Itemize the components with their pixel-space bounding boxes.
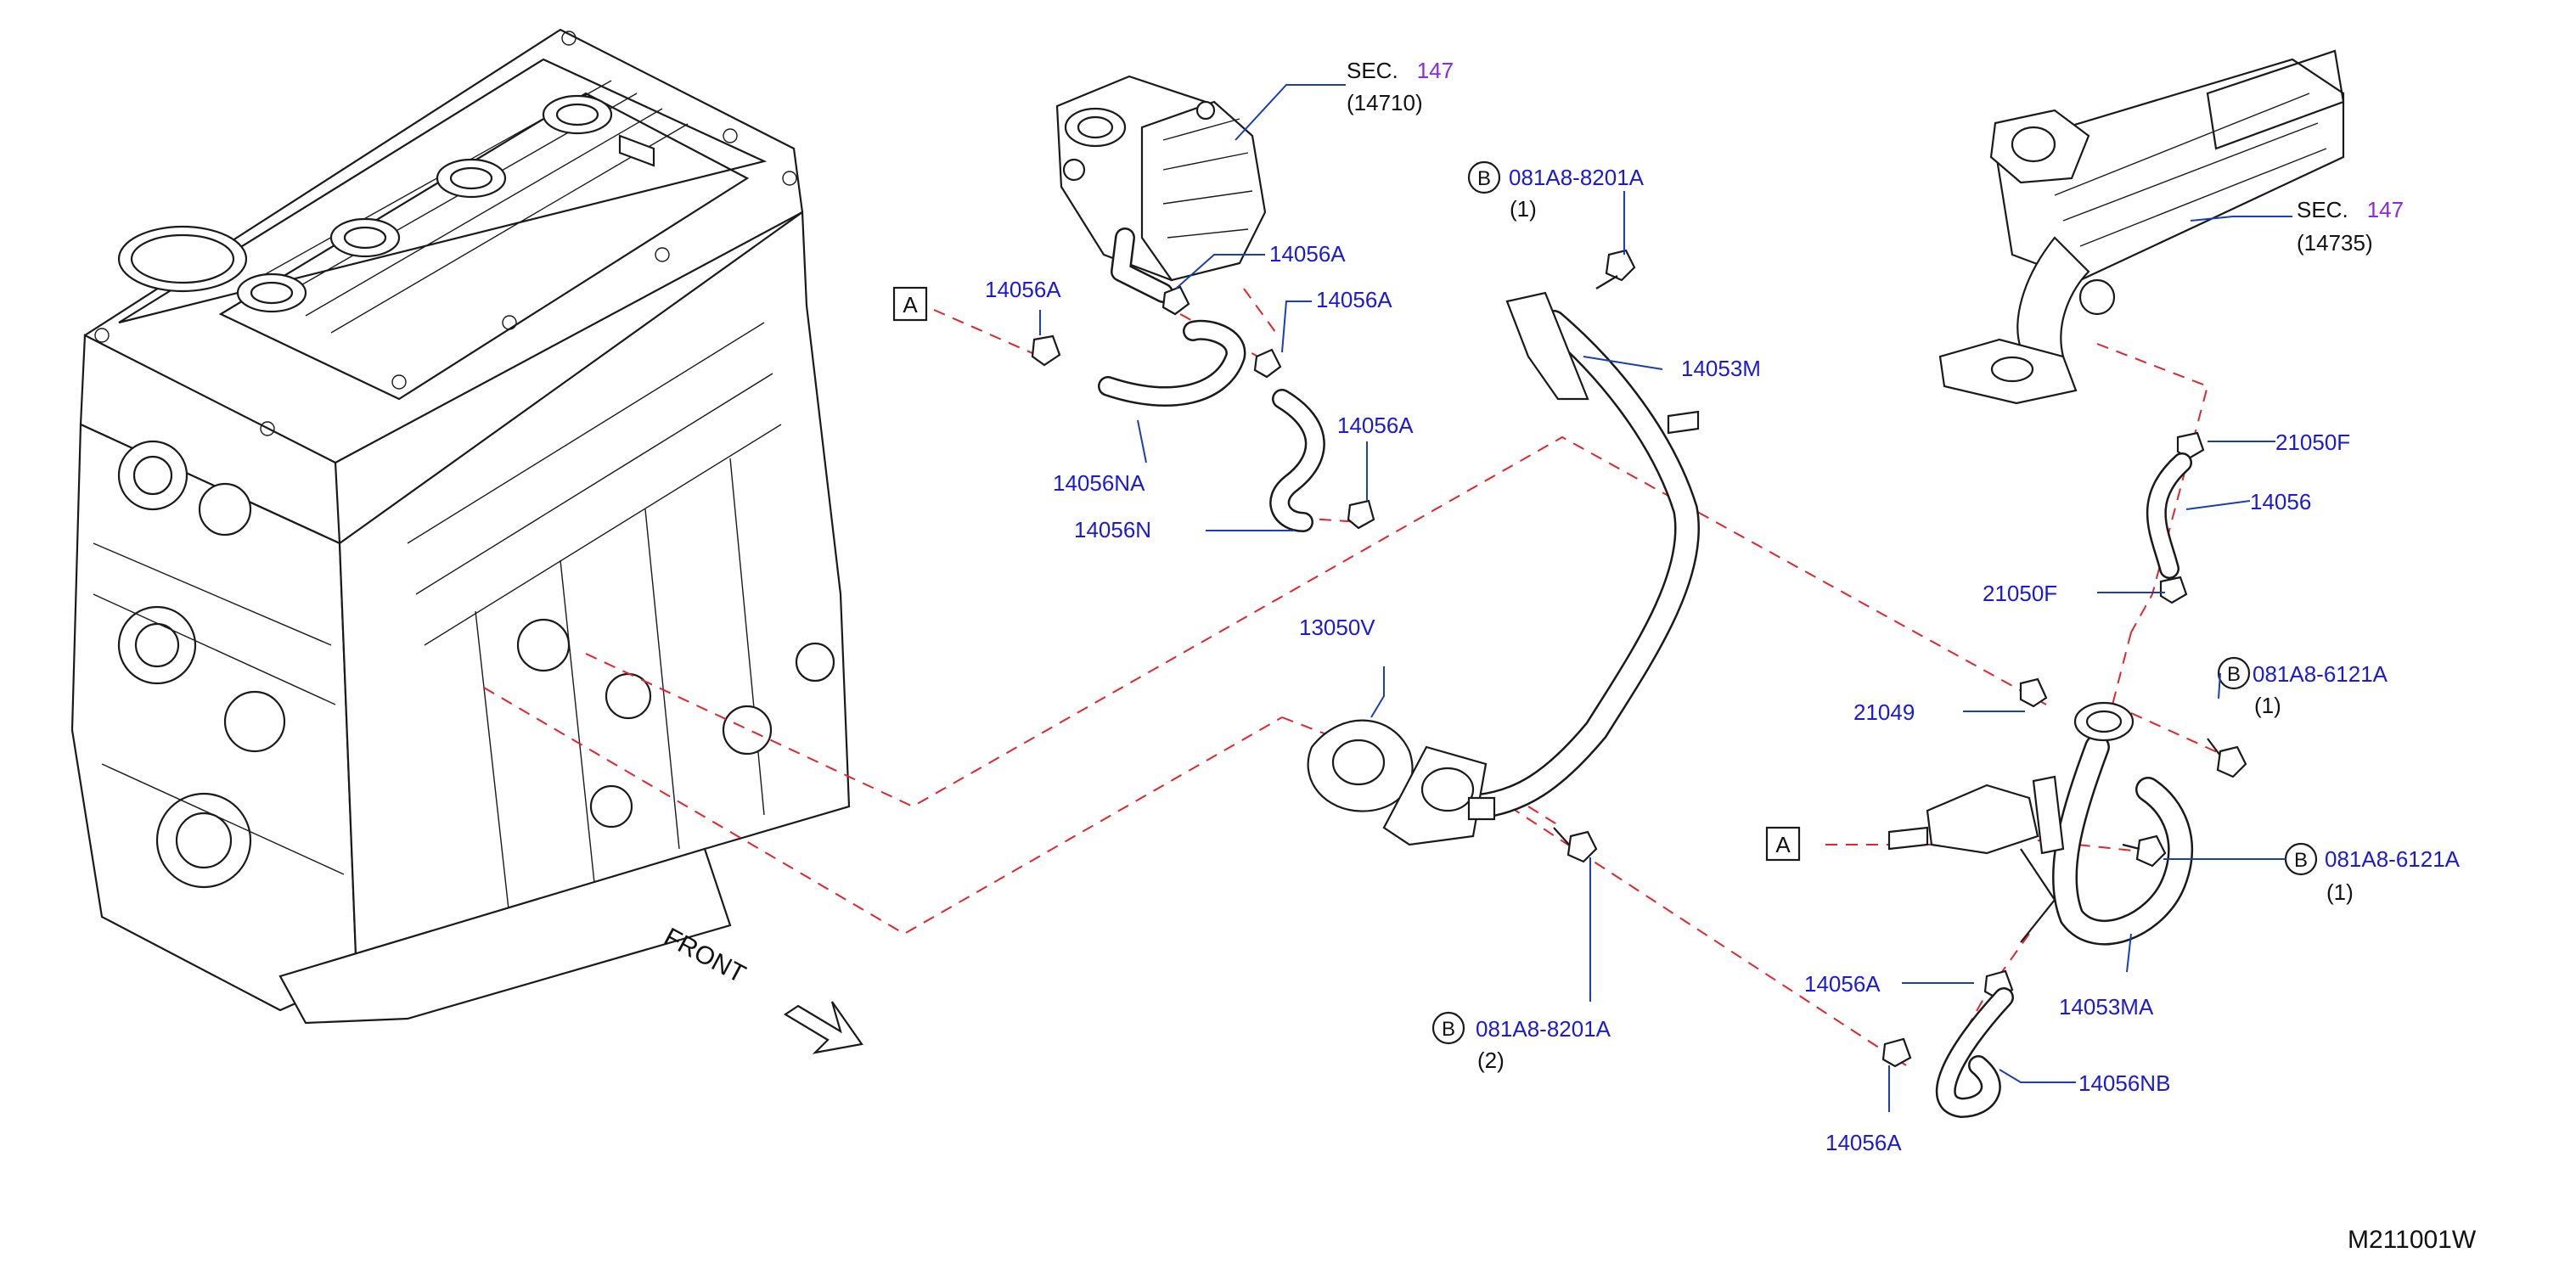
egr-valve-assembly [1055, 75, 1267, 303]
part-21050f: 21050F [1983, 581, 2057, 606]
svg-text:B: B [2294, 849, 2308, 872]
hose-clip-icon [2159, 576, 2188, 604]
bolt-081a8-6121a: 081A8-6121A [2253, 661, 2388, 687]
sec-part-upper: (14710) [1347, 90, 1423, 115]
part-14056a: 14056A [985, 277, 1061, 302]
hose-clip-icon [2019, 677, 2048, 708]
part-14056a: 14056A [1825, 1130, 1902, 1155]
bolt-081a8-6121a: 081A8-6121A [2325, 846, 2461, 872]
bolt-icon [2216, 745, 2247, 778]
bolt-qty: (1) [2254, 693, 2281, 718]
part-14053m: 14053M [1681, 356, 1761, 381]
part-21050f: 21050F [2275, 430, 2350, 455]
part-14056a: 14056A [1316, 287, 1392, 312]
bolts [1553, 249, 2247, 868]
part-14056a: 14056A [1337, 413, 1414, 438]
bolt-qty: (1) [2326, 879, 2354, 905]
part-14056n: 14056N [1074, 517, 1151, 542]
hose-clip-icon [1253, 348, 1282, 379]
egr-cooler-assembly [1938, 49, 2345, 405]
gasket-and-flange [1307, 719, 1496, 846]
front-arrow-icon [783, 1001, 863, 1054]
water-hoses [1098, 319, 2192, 1118]
part-14056na: 14056NA [1053, 470, 1145, 496]
part-21049: 21049 [1853, 699, 1915, 725]
bolt-ref-circles: B B B B [1431, 160, 2318, 1045]
diagram-code: M211001W [2348, 1226, 2477, 1254]
sec-part-right: (14735) [2297, 230, 2373, 256]
svg-text:B: B [1442, 1018, 1455, 1041]
hose-clip-icon [1347, 499, 1375, 530]
bolt-icon [1566, 830, 1598, 863]
reference-box-a-left: A [892, 286, 928, 322]
part-14053ma: 14053MA [2059, 994, 2154, 1020]
part-14056nb: 14056NB [2078, 1070, 2170, 1096]
sec-label-right: SEC.147 [2297, 197, 2404, 222]
reference-box-a-right: A [1765, 826, 1801, 862]
svg-text:A: A [1775, 832, 1791, 857]
hose-clip-icon [1031, 334, 1061, 367]
part-13050v: 13050V [1299, 615, 1375, 640]
hose-clip-icon [1881, 1037, 1912, 1068]
engine-assembly [70, 28, 851, 1025]
leader-lines [1039, 84, 2292, 1112]
svg-text:B: B [1477, 167, 1491, 190]
bolt-icon [2135, 834, 2167, 868]
bolt-qty: (1) [1510, 196, 1537, 222]
front-direction-indicator: FRONT [660, 923, 863, 1054]
labels: SEC.147 (14710) SEC.147 (14735) 14056A 1… [985, 58, 2477, 1254]
part-14056a: 14056A [1269, 241, 1346, 267]
svg-text:B: B [2227, 663, 2241, 686]
svg-text:A: A [903, 292, 918, 317]
bolt-081a8-8201a: 081A8-8201A [1509, 165, 1645, 190]
hose-clips [1031, 285, 2205, 1068]
bolt-081a8-8201a: 081A8-8201A [1476, 1016, 1611, 1042]
bolt-icon [1605, 249, 1636, 282]
hose-clip-icon [2176, 431, 2205, 460]
bolt-qty: (2) [1477, 1048, 1505, 1073]
sec-label-upper: SEC.147 [1347, 58, 1454, 83]
water-tube-14053m [1465, 291, 1700, 819]
part-14056: 14056 [2250, 489, 2311, 514]
part-14056a: 14056A [1804, 971, 1881, 997]
water-outlet-assembly [1887, 701, 2193, 946]
